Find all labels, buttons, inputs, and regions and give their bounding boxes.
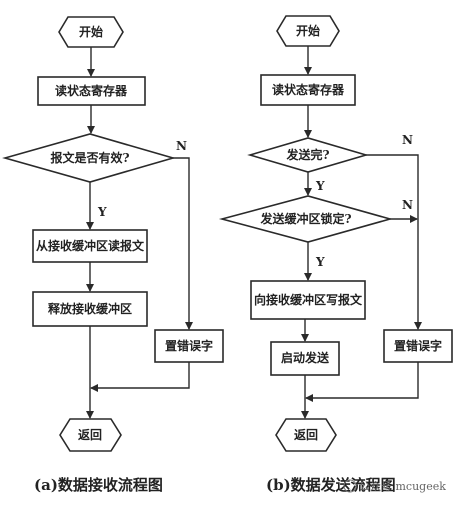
wechat-icon xyxy=(343,479,357,493)
watermark-label: 公众号 mcugeek xyxy=(359,480,446,493)
b-end-label: 返回 xyxy=(294,427,318,442)
b-read-status-label: 读状态寄存器 xyxy=(272,82,345,97)
a-set-error-label: 置错误字 xyxy=(165,338,213,353)
b-decision-locked-label: 发送缓冲区锁定? xyxy=(259,211,351,226)
a-end-node: 返回 xyxy=(59,418,122,452)
a-decision-valid-label: 报文是否有效? xyxy=(50,150,129,165)
b-decision-sent-node: 发送完? xyxy=(247,137,369,173)
b-set-error-label: 置错误字 xyxy=(394,338,442,353)
a-read-status-label: 读状态寄存器 xyxy=(55,83,128,98)
send-flowchart: 开始 读状态寄存器 发送完? 发送缓冲区锁定? 向接收缓冲区写报文 启动发送 置… xyxy=(218,15,453,494)
b-yes-label-2: Y xyxy=(315,255,325,269)
b-caption: (b)数据发送流程图 xyxy=(266,476,396,494)
b-set-error-node: 置错误字 xyxy=(383,329,453,363)
a-decision-valid-node: 报文是否有效? xyxy=(2,133,176,183)
b-write-buffer-label: 向接收缓冲区写报文 xyxy=(254,292,363,307)
b-no-label-2: N xyxy=(402,198,413,212)
a-caption: (a)数据接收流程图 xyxy=(34,476,163,494)
b-read-status-node: 读状态寄存器 xyxy=(260,74,356,106)
a-start-label: 开始 xyxy=(79,24,103,39)
b-start-send-node: 启动发送 xyxy=(270,341,340,376)
a-release-buffer-node: 释放接收缓冲区 xyxy=(32,291,148,327)
b-no-label-1: N xyxy=(402,133,413,147)
b-start-node: 开始 xyxy=(276,15,340,47)
a-no-label: N xyxy=(176,139,187,153)
b-start-send-label: 启动发送 xyxy=(281,350,330,365)
b-write-buffer-node: 向接收缓冲区写报文 xyxy=(250,280,366,320)
a-yes-label: Y xyxy=(97,205,107,219)
receive-flowchart: 开始 读状态寄存器 报文是否有效? 从接收缓冲区读报文 释放接收缓冲区 置错误字… xyxy=(2,16,224,494)
b-edge-error-merge xyxy=(305,362,419,402)
b-end-node: 返回 xyxy=(275,418,337,452)
a-start-node: 开始 xyxy=(58,16,124,48)
a-release-buffer-label: 释放接收缓冲区 xyxy=(48,301,132,316)
a-read-buffer-node: 从接收缓冲区读报文 xyxy=(32,229,148,263)
a-read-buffer-label: 从接收缓冲区读报文 xyxy=(36,238,145,253)
a-set-error-node: 置错误字 xyxy=(154,329,224,363)
b-start-label: 开始 xyxy=(296,23,320,38)
b-decision-sent-label: 发送完? xyxy=(285,147,329,162)
a-edge-decision-no xyxy=(173,157,193,330)
a-edge-error-merge xyxy=(90,362,190,392)
b-decision-locked-node: 发送缓冲区锁定? xyxy=(218,195,393,243)
b-edge-sent-no xyxy=(366,154,422,330)
b-yes-label-1: Y xyxy=(315,179,325,193)
watermark: 公众号 mcugeek xyxy=(343,479,446,493)
a-read-status-node: 读状态寄存器 xyxy=(37,76,146,106)
a-end-label: 返回 xyxy=(78,427,102,442)
